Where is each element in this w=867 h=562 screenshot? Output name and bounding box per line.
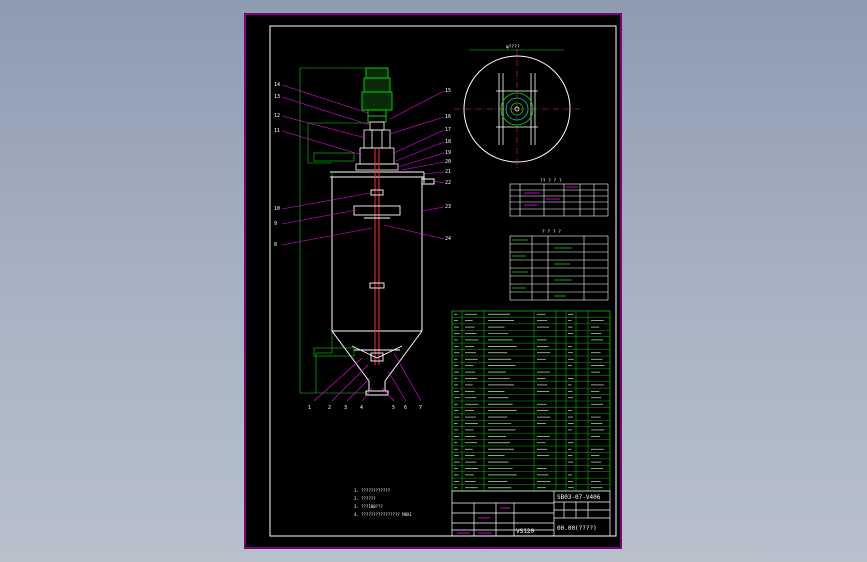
parts-list: [451, 310, 611, 492]
balloon: 6: [404, 405, 407, 411]
vessel-front-view: [281, 67, 445, 402]
balloon: 21: [445, 169, 451, 175]
note-line: 4. ???????????????? M8X1: [354, 512, 412, 517]
drawing-sheet: 14 13 12 11 10 9 8 15 16 17 18 19 20 21 …: [244, 13, 622, 549]
reducer-frame: [355, 121, 399, 171]
note-line: 3. ???100???: [354, 504, 383, 509]
vessel-shell: [330, 171, 435, 396]
balloon: 17: [445, 127, 451, 133]
balloon: 10: [274, 206, 280, 212]
balloon: 2: [328, 405, 331, 411]
nozzle-table-title: ?? ? ? ?: [540, 178, 562, 184]
balloon: 9: [274, 221, 277, 227]
balloon: 18: [445, 139, 451, 145]
drawing-number: SB03-07-V406: [557, 494, 601, 501]
motor: [361, 67, 393, 123]
nozzle-table: ?? ? ? ?: [509, 178, 609, 217]
drawing-canvas: 14 13 12 11 10 9 8 15 16 17 18 19 20 21 …: [244, 13, 622, 549]
top-view-dimension: φ????: [506, 44, 520, 50]
balloon: 19: [445, 150, 451, 156]
technical-notes: 1. ???????????? 2. ?????? 3. ???100??? 4…: [354, 488, 412, 517]
title-block: SB03-07-V406 00.00(????) VS120: [451, 490, 611, 537]
balloon: 15: [445, 88, 451, 94]
balloon: 1: [308, 405, 311, 411]
agitator-shaft: [374, 148, 380, 365]
balloon: 5: [392, 405, 395, 411]
vessel-top-view: φ????: [454, 44, 580, 169]
note-line: 2. ??????: [354, 496, 376, 501]
balloon: 13: [274, 94, 280, 100]
balloon: 11: [274, 128, 280, 134]
impellers: [351, 189, 403, 362]
balloon: 23: [445, 204, 451, 210]
note-line: 1. ????????????: [354, 488, 391, 493]
outer-frame: [244, 13, 622, 549]
balloon: 20: [445, 159, 451, 165]
tech-table-title: ? ? ? ?: [542, 229, 561, 235]
inner-frame: [269, 25, 617, 537]
balloon: 14: [274, 82, 280, 88]
balloons-left: 14 13 12 11 10 9 8: [274, 82, 280, 248]
balloon: 7: [419, 405, 422, 411]
balloons-right: 15 16 17 18 19 20 21 22 23 24: [445, 88, 451, 242]
drawing-spec: VS120: [516, 528, 534, 535]
leader-lines: [281, 84, 445, 402]
balloon: 4: [360, 405, 363, 411]
drawing-code: 00.00(????): [557, 525, 597, 532]
balloon: 16: [445, 114, 451, 120]
balloons-bottom: 1 2 3 4 5 6 7: [308, 405, 422, 411]
balloon: 8: [274, 242, 277, 248]
balloon: 12: [274, 113, 280, 119]
tech-table: ? ? ? ?: [509, 229, 609, 301]
balloon: 3: [344, 405, 347, 411]
balloon: 24: [445, 236, 451, 242]
balloon: 22: [445, 180, 451, 186]
